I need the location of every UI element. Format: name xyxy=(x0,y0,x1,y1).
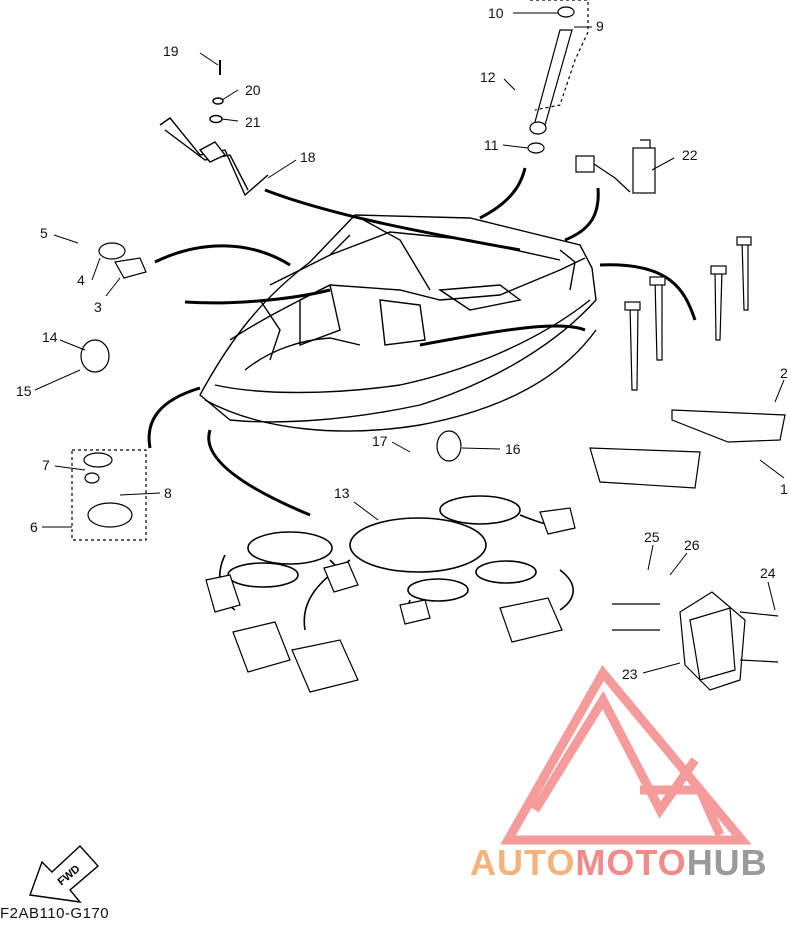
mount-bracket xyxy=(612,591,779,691)
callout-16: 16 xyxy=(505,441,521,457)
callout-5: 5 xyxy=(40,225,48,241)
callout-labels: 1 2 3 4 5 6 7 8 9 10 11 12 13 14 15 16 1… xyxy=(16,5,788,682)
storage-trays xyxy=(589,236,786,489)
harness-connectors xyxy=(205,507,576,693)
fuel-filler xyxy=(527,0,589,154)
connector-plug-22 xyxy=(575,139,656,194)
callout-22: 22 xyxy=(682,147,698,163)
callout-7: 7 xyxy=(42,457,50,473)
callout-11: 11 xyxy=(484,137,499,153)
grab-handle xyxy=(159,60,269,197)
callout-8: 8 xyxy=(164,485,172,501)
callout-17: 17 xyxy=(372,433,388,449)
watermark-auto: AUTO xyxy=(470,842,576,883)
callout-2: 2 xyxy=(780,365,788,381)
callout-23: 23 xyxy=(622,666,638,682)
callout-13: 13 xyxy=(334,485,350,501)
callout-26: 26 xyxy=(684,537,700,553)
callout-12: 12 xyxy=(480,69,496,85)
callout-14: 14 xyxy=(42,329,58,345)
callout-6: 6 xyxy=(30,519,38,535)
watermark-hub: HUB xyxy=(686,842,768,883)
callout-10: 10 xyxy=(488,5,504,21)
watermark-brand: AUTOMOTOHUB xyxy=(470,842,768,884)
callout-20: 20 xyxy=(245,82,261,98)
boat-hull xyxy=(199,214,597,432)
watermark-logo xyxy=(500,665,752,845)
callout-9: 9 xyxy=(596,18,604,34)
leader-lines xyxy=(34,12,785,674)
watermark-moto: MOTO xyxy=(575,842,687,883)
left-components xyxy=(71,242,462,541)
fwd-arrow-icon: FWD xyxy=(29,845,100,903)
figure-code: F2AB110-G170 xyxy=(0,905,110,922)
callout-3: 3 xyxy=(94,299,102,315)
assembly-arrows xyxy=(147,167,697,517)
callout-15: 15 xyxy=(16,383,32,399)
callout-19: 19 xyxy=(163,43,179,59)
callout-1: 1 xyxy=(780,481,788,497)
callout-21: 21 xyxy=(245,114,261,130)
callout-18: 18 xyxy=(300,149,316,165)
callout-25: 25 xyxy=(644,529,660,545)
callout-24: 24 xyxy=(760,565,776,581)
callout-4: 4 xyxy=(77,272,85,288)
